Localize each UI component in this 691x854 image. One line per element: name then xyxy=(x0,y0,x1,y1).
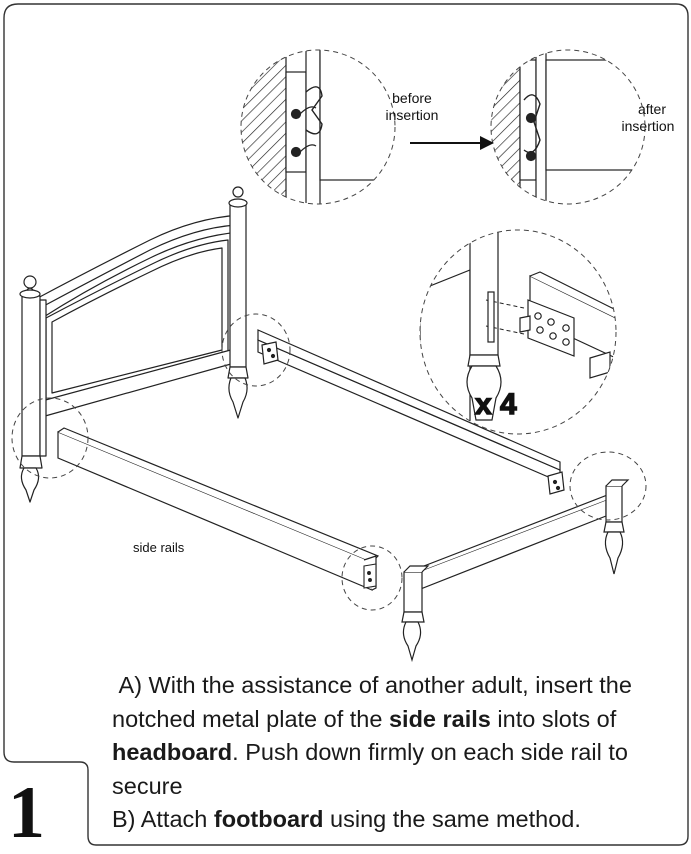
rail-plate xyxy=(363,563,377,589)
side-rails-label: side rails xyxy=(133,540,185,555)
callout-before xyxy=(241,50,395,204)
instruction-b-suffix: using the same method. xyxy=(323,806,581,832)
page-border xyxy=(3,3,689,846)
callout-plate xyxy=(420,230,616,434)
insertion-arrow xyxy=(410,136,494,150)
before-label-line2: insertion xyxy=(386,107,439,123)
instruction-a-side-rails: side rails xyxy=(388,705,491,732)
instruction-a-text: A) With the assistance of another adult,… xyxy=(112,672,632,732)
instructions: A) With the assistance of another adult,… xyxy=(112,669,682,837)
after-label-line1: after xyxy=(638,101,666,117)
side-rail-back xyxy=(257,329,565,495)
side-rail-front xyxy=(57,427,380,591)
after-label-line2: insertion xyxy=(622,118,675,134)
headboard xyxy=(19,186,249,503)
zoom-circles xyxy=(11,313,647,611)
instruction-b-footboard: footboard xyxy=(213,806,324,832)
instruction-a-suffix: . Push down firmly on each side rail to … xyxy=(112,739,628,799)
instruction-a: A) With the assistance of another adult,… xyxy=(112,669,682,803)
instruction-b: B) Attach footboard using the same metho… xyxy=(112,803,682,837)
instruction-b-text: B) Attach xyxy=(112,806,214,832)
before-label-line1: before xyxy=(392,90,432,106)
footboard-posts xyxy=(401,479,630,663)
instruction-a-headboard: headboard xyxy=(112,739,233,765)
step-number: 1 xyxy=(8,772,45,854)
quantity-label: x 4 xyxy=(475,388,517,421)
instruction-a-mid: into slots of xyxy=(490,705,617,732)
footboard-rail xyxy=(417,492,612,591)
